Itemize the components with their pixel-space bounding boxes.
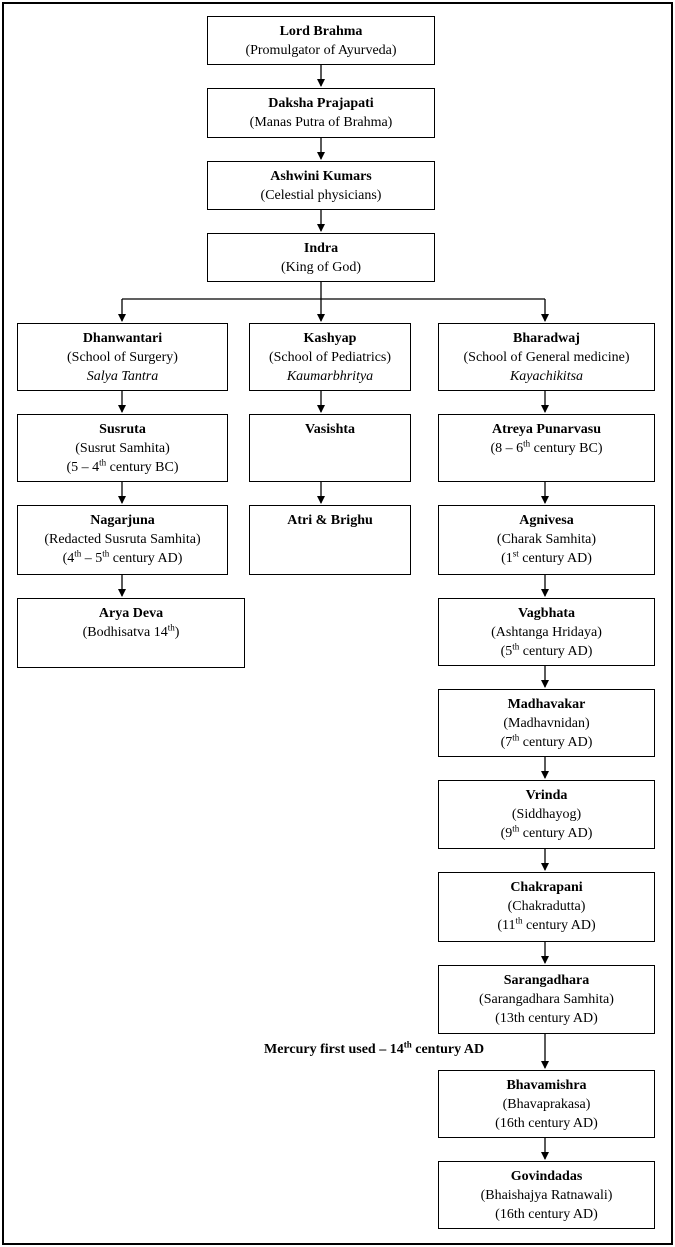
node-ashwini-kumars: Ashwini Kumars (Celestial physicians) [207, 161, 435, 210]
node-dhanwantari: Dhanwantari (School of Surgery) Salya Ta… [17, 323, 228, 391]
node-indra: Indra (King of God) [207, 233, 435, 282]
vagbhata-date: (5th century AD) [500, 641, 593, 659]
vrinda-date: (9th century AD) [500, 823, 593, 841]
arya-deva-desc: (Bodhisatva 14th) [82, 622, 180, 640]
susruta-date: (5 – 4th century BC) [66, 457, 179, 475]
node-vagbhata: Vagbhata (Ashtanga Hridaya) (5th century… [438, 598, 655, 666]
node-chakrapani: Chakrapani (Chakradutta) (11th century A… [438, 872, 655, 942]
madhavakar-date: (7th century AD) [500, 732, 593, 750]
node-arya-deva: Arya Deva (Bodhisatva 14th) [17, 598, 245, 668]
node-agnivesa: Agnivesa (Charak Samhita) (1st century A… [438, 505, 655, 575]
node-kashyap: Kashyap (School of Pediatrics) Kaumarbhr… [249, 323, 411, 391]
node-sarangadhara: Sarangadhara (Sarangadhara Samhita) (13t… [438, 965, 655, 1034]
mercury-note: Mercury first used – 14th century AD [264, 1039, 485, 1057]
node-lord-brahma: Lord Brahma (Promulgator of Ayurveda) [207, 16, 435, 65]
node-madhavakar: Madhavakar (Madhavnidan) (7th century AD… [438, 689, 655, 757]
node-susruta: Susruta (Susrut Samhita) (5 – 4th centur… [17, 414, 228, 482]
nagarjuna-date: (4th – 5th century AD) [62, 548, 183, 566]
chakrapani-date: (11th century AD) [497, 915, 596, 933]
node-bhavamishra: Bhavamishra (Bhavaprakasa) (16th century… [438, 1070, 655, 1138]
node-daksha-prajapati: Daksha Prajapati (Manas Putra of Brahma) [207, 88, 435, 138]
node-atri-brighu: Atri & Brighu [249, 505, 411, 575]
node-bharadwaj: Bharadwaj (School of General medicine) K… [438, 323, 655, 391]
atreya-date: (8 – 6th century BC) [490, 438, 603, 456]
node-nagarjuna: Nagarjuna (Redacted Susruta Samhita) (4t… [17, 505, 228, 575]
node-govindadas: Govindadas (Bhaishajya Ratnawali) (16th … [438, 1161, 655, 1229]
node-atreya-punarvasu: Atreya Punarvasu (8 – 6th century BC) [438, 414, 655, 482]
node-vrinda: Vrinda (Siddhayog) (9th century AD) [438, 780, 655, 849]
agnivesa-date: (1st century AD) [501, 548, 592, 566]
node-vasishta: Vasishta [249, 414, 411, 482]
